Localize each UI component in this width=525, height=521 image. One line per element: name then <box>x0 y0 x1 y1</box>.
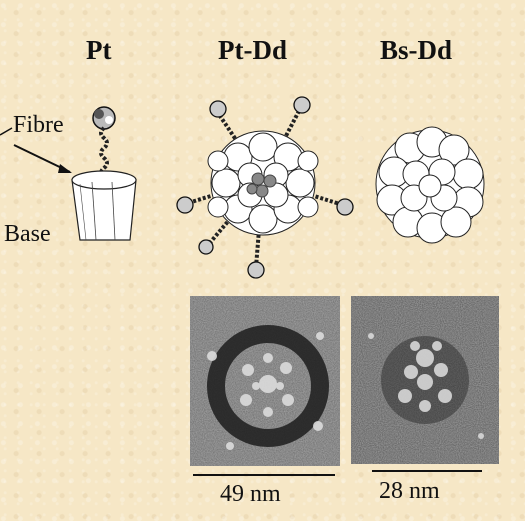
fibre-pointer-line <box>0 127 13 136</box>
micrograph-bs-dd <box>351 296 499 464</box>
scale-label-28nm: 28 nm <box>379 478 440 504</box>
bs-dd-diagram <box>375 126 485 244</box>
penton-base <box>71 170 137 241</box>
label-fibre: Fibre <box>13 112 64 138</box>
pt-penton-diagram <box>0 106 137 241</box>
label-base: Base <box>4 221 51 247</box>
micrograph-pt-dd <box>190 296 340 466</box>
scale-bar-49nm <box>193 474 335 476</box>
pt-dd-knobs <box>176 96 354 279</box>
title-bs-dd: Bs-Dd <box>380 35 453 65</box>
title-pt: Pt <box>86 35 112 65</box>
scale-label-49nm: 49 nm <box>220 481 281 507</box>
scale-bar-28nm <box>372 470 482 472</box>
arrow-head <box>58 164 72 173</box>
title-pt-dd: Pt-Dd <box>218 35 287 65</box>
pt-dd-diagram <box>176 96 354 279</box>
pt-dd-center <box>246 172 277 198</box>
fibre-shaft <box>99 126 109 180</box>
